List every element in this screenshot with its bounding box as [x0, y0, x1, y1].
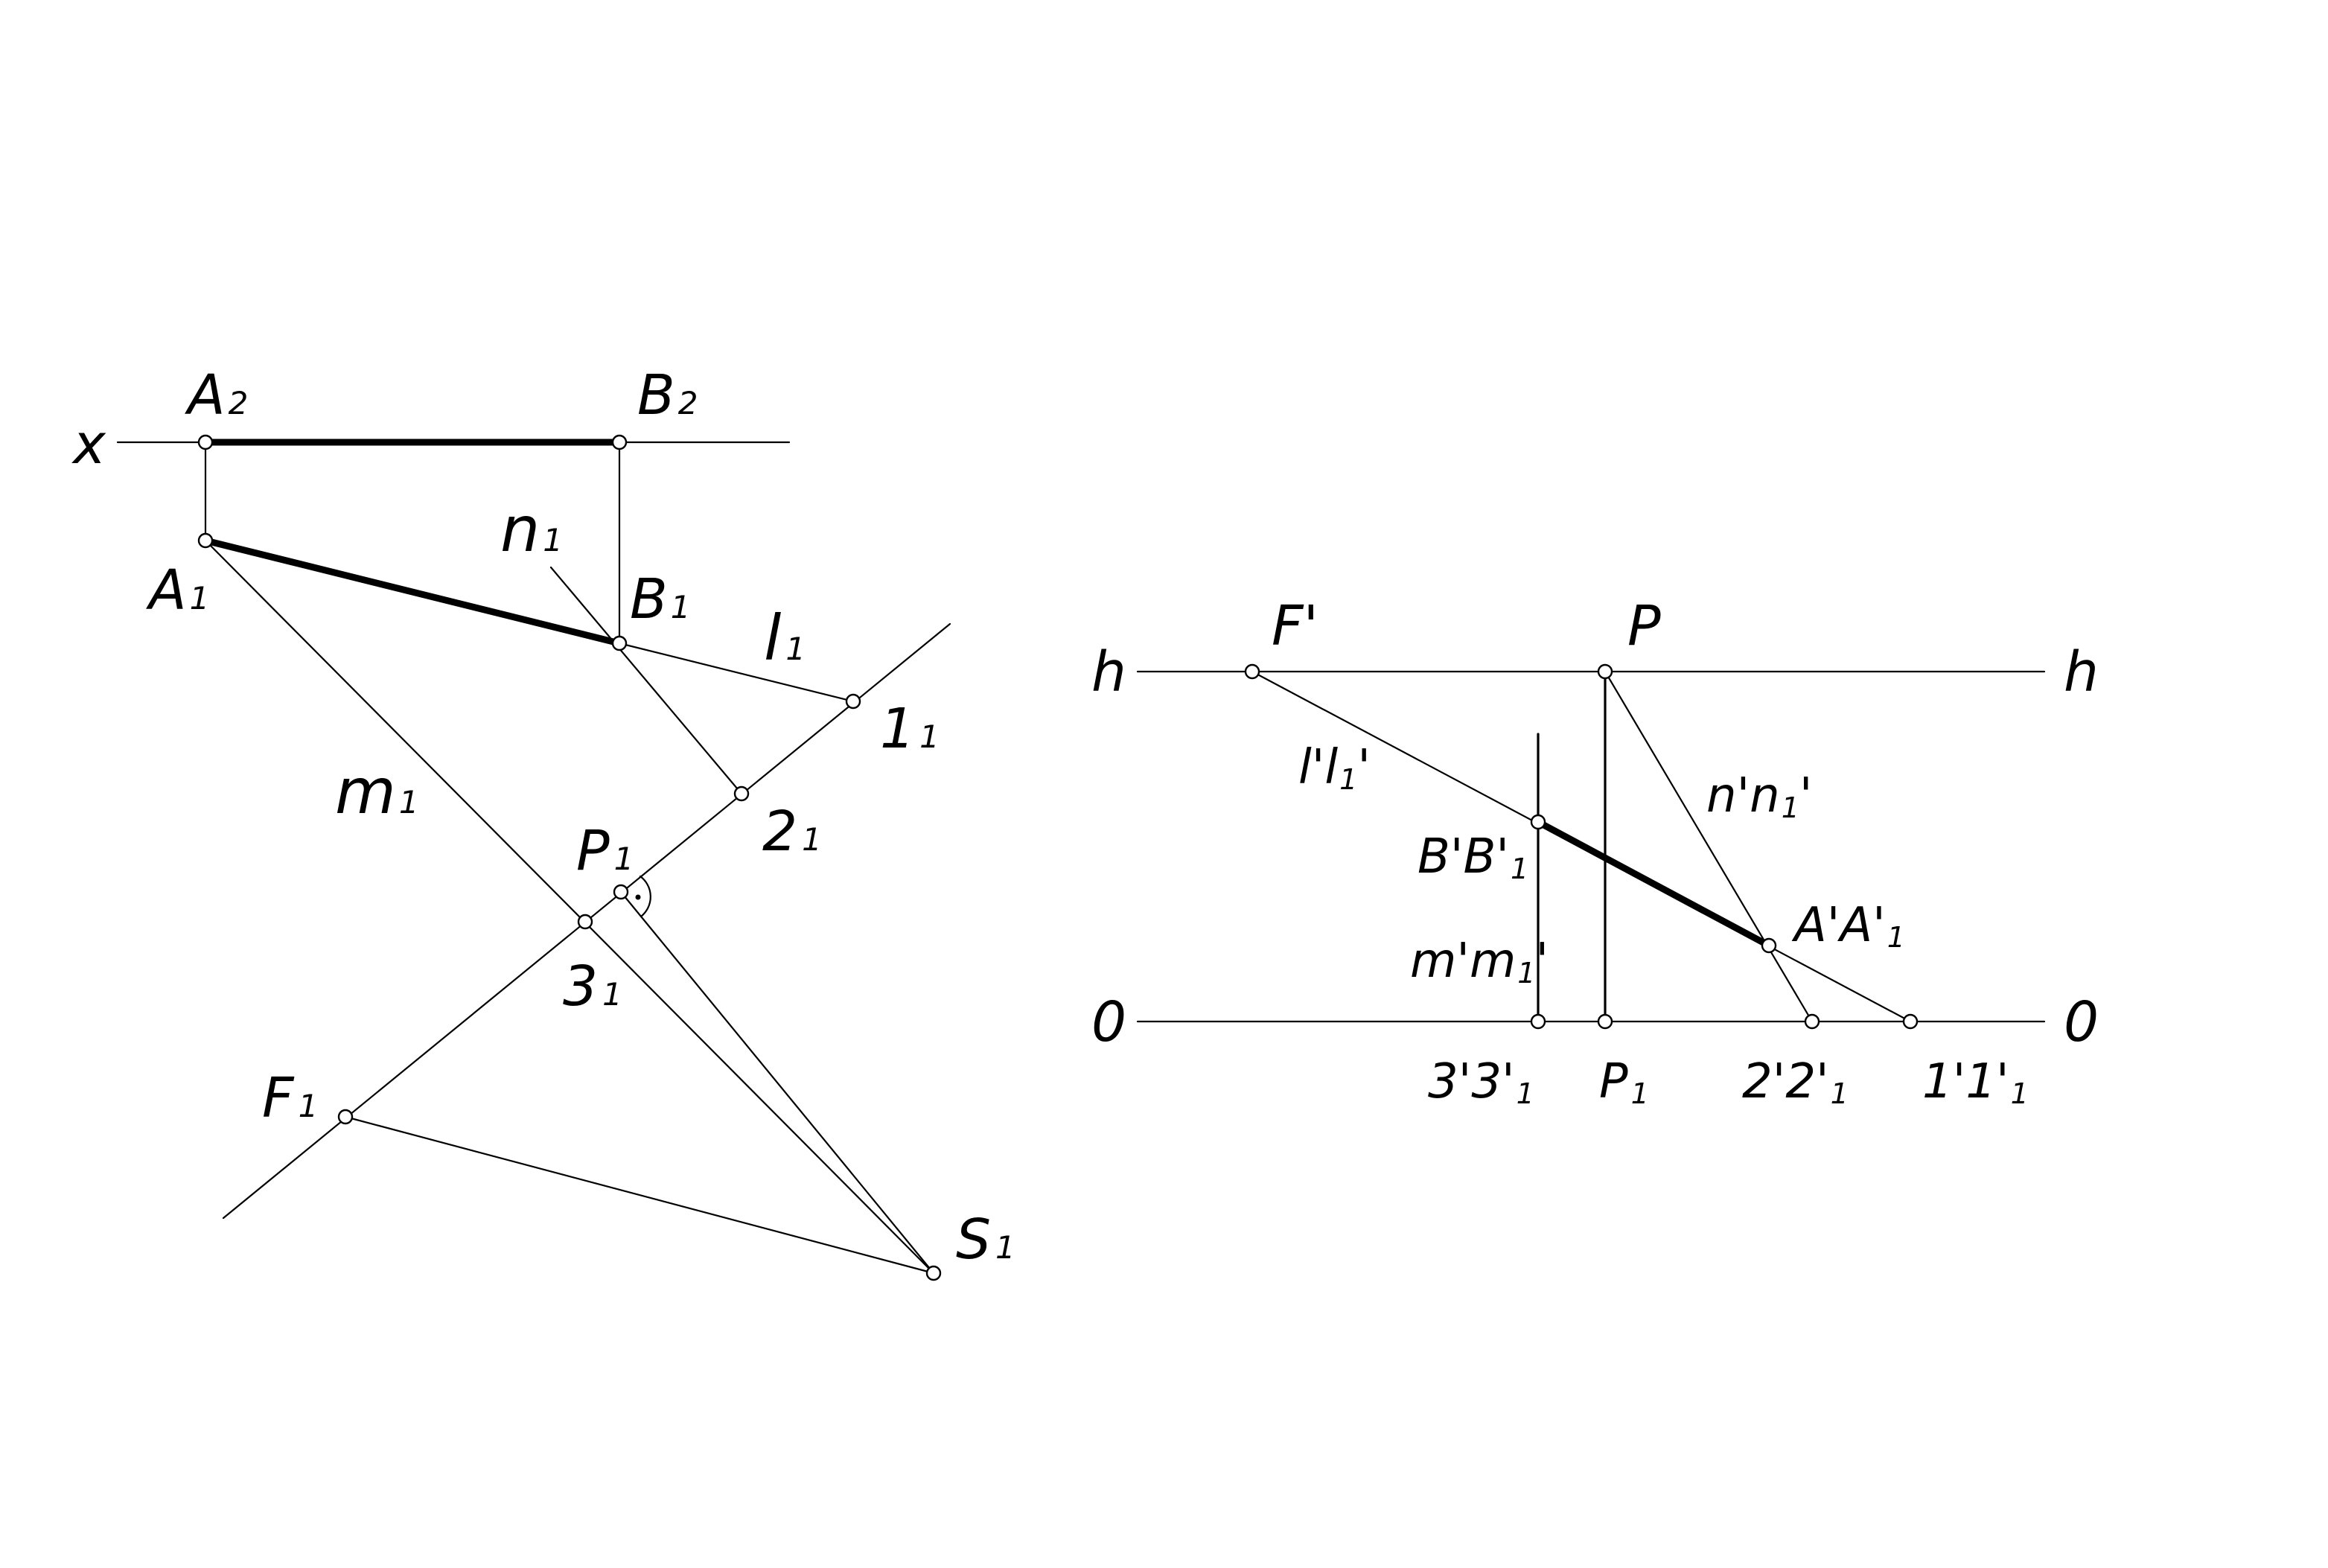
point-p	[1597, 663, 1613, 680]
label-3-prime: 3'3'1	[1428, 1054, 1534, 1110]
label-b-prime: B'B'1	[1417, 829, 1528, 885]
label-h-left: h	[1091, 640, 1126, 704]
point-a2	[197, 434, 214, 450]
label-a1: A1	[146, 558, 209, 622]
label-m1: m1	[335, 755, 419, 828]
x-axis-label: x	[71, 412, 106, 477]
point-2-prime	[1804, 1013, 1820, 1030]
point-3-1	[577, 914, 593, 930]
label-m-prime: m'm1'	[1410, 934, 1549, 989]
point-p1-prime	[1597, 1013, 1613, 1030]
right-angle-dot	[635, 894, 641, 900]
point-b2	[611, 434, 628, 450]
line-f1-s1	[344, 1115, 935, 1275]
label-0-right: 0	[2064, 990, 2099, 1054]
line-l1	[618, 642, 855, 703]
point-2-1	[733, 785, 750, 802]
label-a-prime: A'A'1	[1791, 898, 1905, 954]
point-f-prime	[1244, 663, 1260, 680]
label-h-right: h	[2064, 640, 2099, 704]
label-p: P	[1627, 594, 1661, 658]
label-a2: A2	[185, 363, 248, 427]
point-b1	[611, 635, 628, 651]
line-n1	[549, 566, 743, 795]
point-1-prime	[1902, 1013, 1919, 1030]
point-b-prime	[1530, 814, 1546, 830]
line-m1	[204, 539, 935, 1275]
point-a-prime	[1761, 937, 1777, 954]
label-n-prime: n'n1'	[1706, 768, 1813, 824]
point-p1	[613, 884, 629, 900]
label-b1: B1	[630, 567, 691, 631]
label-0-left: 0	[1091, 990, 1126, 1054]
right-view: h h 0 0 F' P l'l1' n'n1' B'B'1 A'A'1 m'm…	[1091, 594, 2099, 1110]
right-angle-arc	[639, 875, 651, 918]
label-f-prime: F'	[1272, 594, 1318, 658]
label-2-prime: 2'2'1	[1742, 1054, 1849, 1110]
label-1-prime: 1'1'1	[1922, 1054, 2029, 1110]
point-1-1	[845, 693, 861, 710]
point-3-prime	[1530, 1013, 1546, 1030]
segment-b-prime-a-prime	[1534, 818, 1773, 949]
point-a1	[197, 532, 214, 549]
point-s1	[925, 1265, 942, 1281]
line-n-prime	[1604, 670, 1814, 1023]
point-f1	[337, 1109, 354, 1125]
label-b2: B2	[637, 363, 698, 427]
label-n1: n1	[500, 493, 563, 566]
line-p1-s1	[619, 890, 935, 1275]
label-l-prime: l'l1'	[1298, 740, 1371, 796]
segment-a1-b1	[202, 537, 623, 647]
